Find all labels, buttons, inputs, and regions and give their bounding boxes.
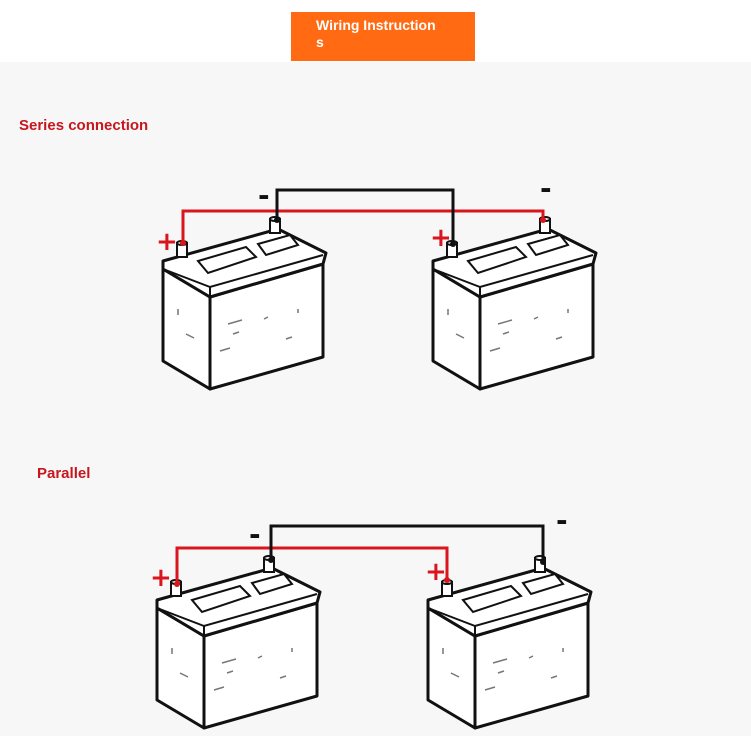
header-title: Wiring Instructions (316, 17, 436, 50)
negative-terminal-sign: - (556, 504, 568, 537)
car-battery-icon (155, 554, 322, 730)
positive-terminal-sign: + (430, 223, 452, 253)
positive-wire (175, 546, 449, 584)
header-title-badge: Wiring Instructions (291, 12, 475, 61)
positive-terminal-sign: + (425, 557, 447, 587)
negative-terminal-sign: - (249, 518, 261, 551)
series-connection-label: Series connection (19, 117, 149, 134)
car-battery-icon (426, 554, 593, 730)
page-background (0, 62, 751, 736)
positive-terminal-sign: + (150, 563, 172, 593)
negative-wire (269, 524, 545, 562)
positive-wire (181, 209, 545, 243)
positive-terminal-sign: + (156, 227, 178, 257)
car-battery-icon (431, 215, 598, 391)
negative-terminal-sign: - (258, 179, 270, 212)
car-battery-icon (161, 215, 328, 391)
negative-terminal-sign: - (540, 172, 552, 205)
parallel-connection-label: Parallel (37, 465, 91, 482)
negative-wire (275, 188, 455, 244)
